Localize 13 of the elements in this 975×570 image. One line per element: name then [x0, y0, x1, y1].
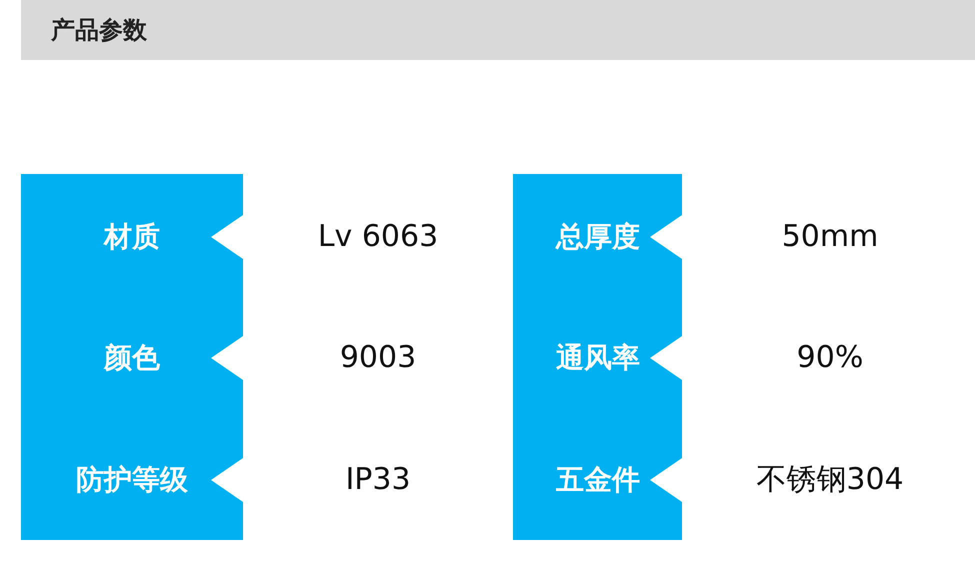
parameter-value: 9003: [340, 339, 416, 377]
parameter-name: 材质: [104, 219, 160, 255]
parameter-value: 90%: [796, 339, 864, 377]
parameter-value: Lv 6063: [318, 218, 438, 256]
title: 产品参数: [51, 15, 147, 46]
parameter-value: 50mm: [782, 218, 878, 256]
parameter-name: 防护等级: [76, 462, 188, 498]
parameter-name: 颜色: [104, 340, 160, 376]
parameter-name: 总厚度: [556, 219, 640, 255]
parameter-value: IP33: [345, 461, 411, 499]
parameter-name: 通风率: [556, 340, 640, 376]
parameter-name: 五金件: [556, 462, 640, 498]
parameter-value: 不锈钢304: [756, 461, 904, 499]
